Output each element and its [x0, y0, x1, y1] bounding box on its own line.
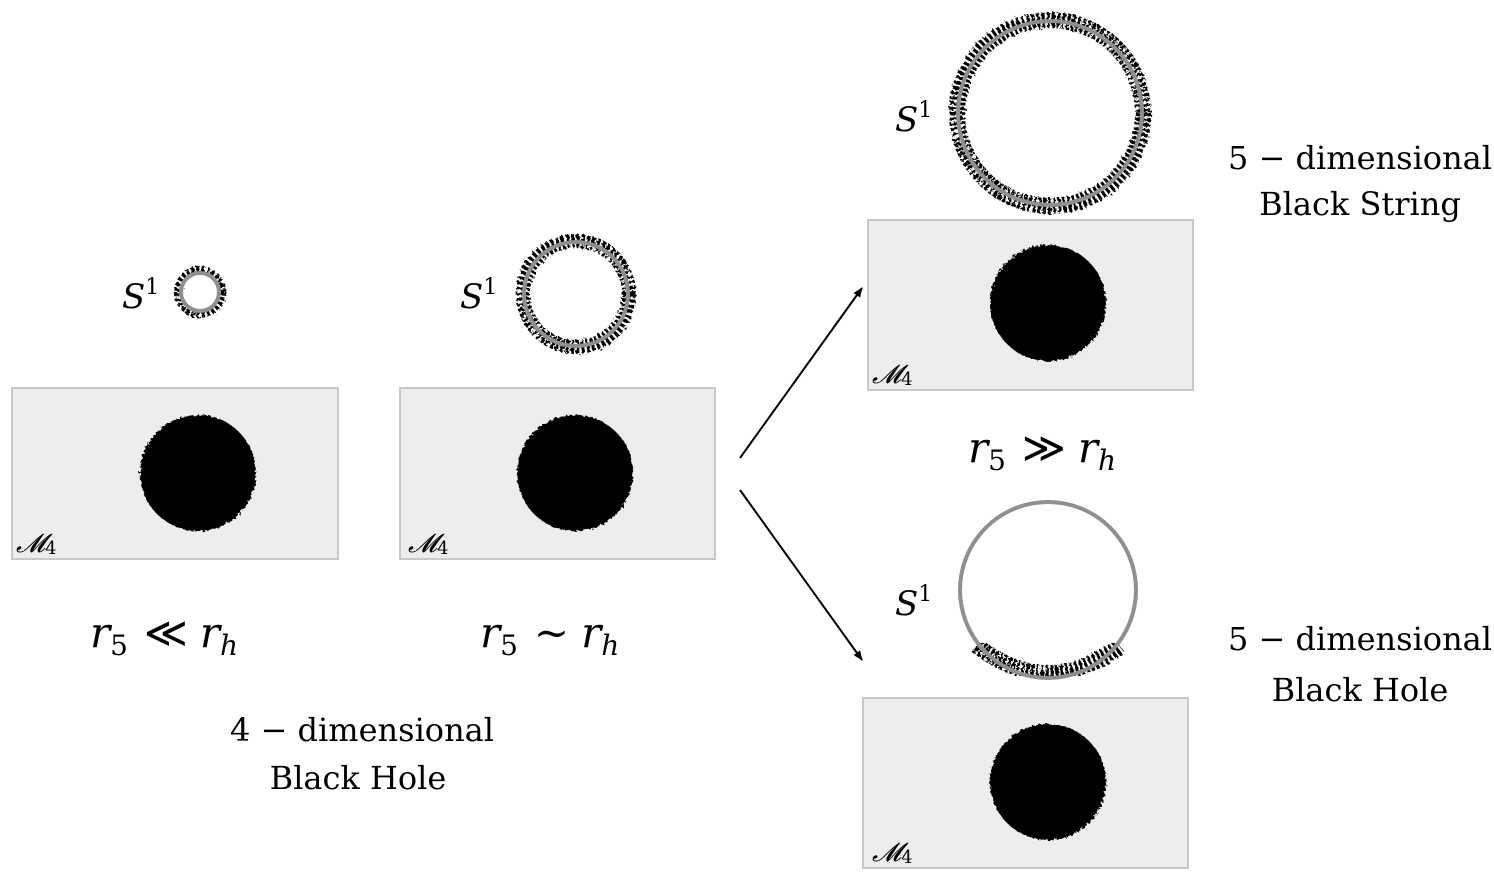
- manifold-label: 𝓜4: [408, 529, 449, 559]
- s1-circle: [958, 500, 1138, 680]
- condition-label: r5∼rh: [480, 608, 619, 662]
- caption-line: 5 − dimensional: [1228, 139, 1492, 177]
- s1-label: S1: [895, 98, 932, 140]
- black-hole: [990, 724, 1106, 840]
- panel-small-circle: 𝓜4 S1 r5≪rh: [11, 266, 339, 662]
- caption-line: Black String: [1259, 185, 1461, 223]
- caption-line: 4 − dimensional: [230, 711, 494, 749]
- caption-line: Black Hole: [270, 759, 447, 797]
- panel-medium-circle: 𝓜4 S1 r5∼rh: [399, 234, 716, 662]
- panel-5d-black-hole: 𝓜4 S1 5 − dimensional Black Hole: [862, 500, 1492, 869]
- condition-label: r5≫rh: [968, 423, 1116, 477]
- s1-circle: [956, 19, 1144, 207]
- black-hole: [990, 245, 1106, 361]
- s1-label: S1: [895, 582, 932, 624]
- s1-circle: [179, 271, 221, 313]
- s1-label: S1: [122, 275, 159, 317]
- caption-line: Black Hole: [1272, 671, 1449, 709]
- s1-circle: [522, 240, 630, 348]
- horizon-shell-arc: [972, 639, 1125, 681]
- horizon-shell-ring: [174, 266, 226, 318]
- caption-line: 5 − dimensional: [1228, 620, 1492, 658]
- caption-4d-black-hole: 4 − dimensional Black Hole: [230, 711, 494, 797]
- s1-label: S1: [460, 275, 497, 317]
- arrow-to-black-string: [739, 287, 863, 459]
- black-hole: [140, 415, 256, 531]
- arrow-to-5d-black-hole: [739, 489, 863, 661]
- black-hole: [517, 415, 633, 531]
- panel-black-string: 𝓜4 S1 r5≫rh 5 − dimensional Black String: [867, 12, 1492, 477]
- condition-label: r5≪rh: [90, 608, 238, 662]
